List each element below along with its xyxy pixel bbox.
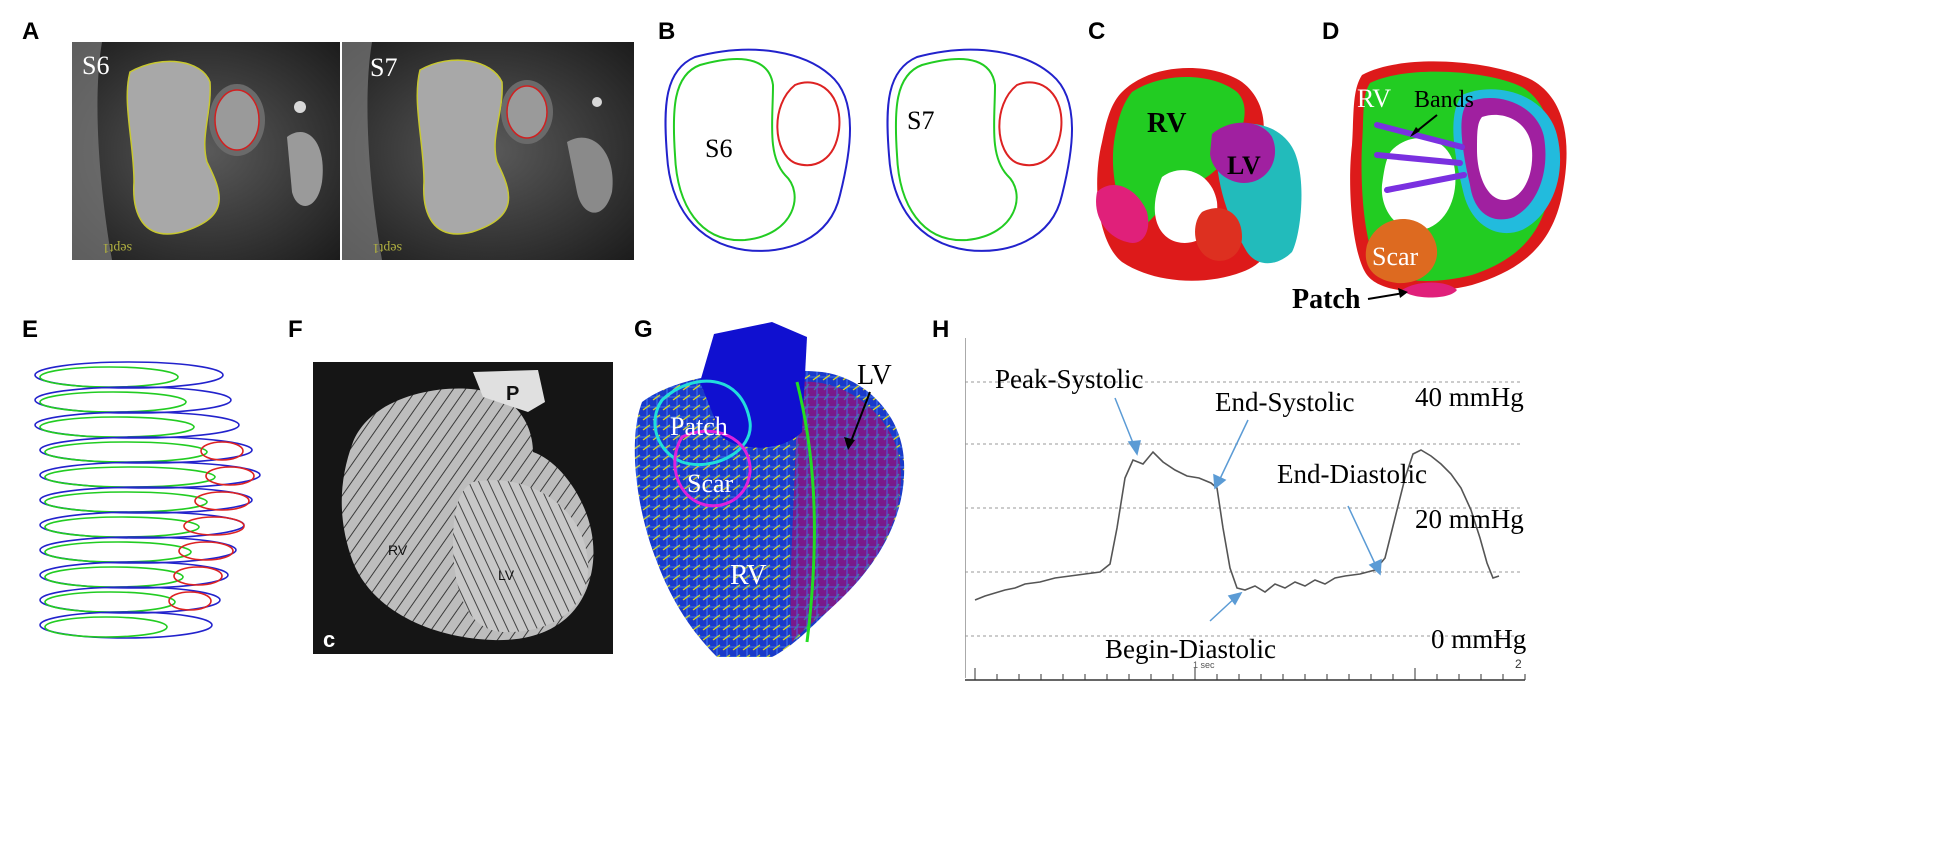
mri-label-s6: S6 <box>82 51 109 80</box>
section-label-bands: Bands <box>1414 87 1474 113</box>
panel-letter-h: H <box>932 316 950 343</box>
mri-label-s7: S7 <box>370 53 397 82</box>
panel-letter-g: G <box>634 316 653 343</box>
panel-d-3d-section: RV Bands LV Scar Patch <box>1282 55 1582 310</box>
mesh-label-rv: RV <box>730 560 767 591</box>
model-label-lv: LV <box>1227 151 1261 180</box>
section-label-rv: RV <box>1357 84 1391 113</box>
contour-label-s6: S6 <box>705 134 732 163</box>
contour-s6: S6 <box>664 48 851 252</box>
label-20-mmhg: 20 mmHg <box>1415 504 1524 534</box>
mri-mirrored-text-right: sept1 <box>372 240 402 255</box>
label-0-mmhg: 0 mmHg <box>1431 624 1526 654</box>
section-label-lv: LV <box>1490 167 1522 196</box>
panel-letter-c: C <box>1088 18 1106 45</box>
mesh-lv-arrow <box>849 391 871 445</box>
panel-letter-d: D <box>1322 18 1340 45</box>
label-peak-systolic: Peak-Systolic <box>995 364 1144 394</box>
panel-letter-b: B <box>658 18 676 45</box>
contour-s7: S7 <box>886 48 1073 252</box>
mri-slice-s6: S6 sept1 <box>72 42 340 260</box>
panel-a-mri: S6 sept1 S7 sept1 <box>72 42 634 260</box>
label-end-diastolic: End-Diastolic <box>1277 459 1427 489</box>
panel-b-contours: S6 S7 <box>655 45 1085 260</box>
model-label-rv: RV <box>1147 108 1186 139</box>
mesh-label-patch: Patch <box>670 412 728 441</box>
fiber-label-lv: LV <box>498 567 515 583</box>
pressure-arrows <box>1114 397 1382 622</box>
label-end-systolic: End-Systolic <box>1215 387 1355 417</box>
panel-g-mesh-model: Patch Scar RV LV <box>622 322 922 662</box>
mri-slice-s7: S7 sept1 <box>342 42 634 260</box>
pressure-gridlines <box>965 381 1520 637</box>
label-begin-diastolic: Begin-Diastolic <box>1105 634 1276 664</box>
label-40-mmhg: 40 mmHg <box>1415 382 1524 412</box>
mesh-label-lv: LV <box>857 360 892 391</box>
label-1-sec: 1 sec <box>1193 660 1215 670</box>
fiber-label-p: P <box>506 383 519 405</box>
mri-mirrored-text-left: sept1 <box>102 240 132 255</box>
panel-h-pressure-trace: Peak-Systolic End-Systolic 40 mmHg End-D… <box>965 338 1950 688</box>
label-2: 2 <box>1515 657 1522 671</box>
panel-c-3d-model: RV LV <box>1092 62 1312 292</box>
mesh-label-scar: Scar <box>687 469 734 498</box>
patch-arrow <box>1367 292 1405 300</box>
contour-label-s7: S7 <box>907 106 934 135</box>
section-label-scar: Scar <box>1372 242 1419 271</box>
section-label-patch: Patch <box>1292 284 1361 310</box>
fiber-label-c: c <box>323 627 335 652</box>
panel-f-fiber-photo: P RV LV c <box>313 362 613 654</box>
panel-letter-a: A <box>22 18 40 45</box>
panel-letter-e: E <box>22 316 39 343</box>
panel-letter-f: F <box>288 316 303 343</box>
panel-e-stacked-contours <box>25 355 290 655</box>
fiber-label-rv: RV <box>388 542 408 558</box>
